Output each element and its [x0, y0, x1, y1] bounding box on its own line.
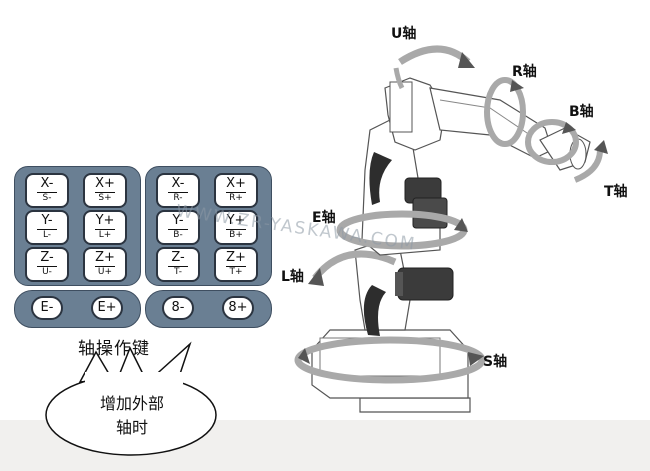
key-primary-label: X- — [40, 176, 54, 191]
key-primary-label: X- — [171, 176, 185, 191]
key-divider — [168, 229, 188, 230]
key-primary-label: Y+ — [226, 213, 246, 228]
key-secondary-label: T- — [174, 267, 182, 277]
key-divider — [37, 192, 57, 193]
u-axis-arrow — [398, 45, 471, 65]
key-primary-label: Z- — [171, 250, 185, 265]
b-axis-arrow — [562, 122, 576, 134]
l-axis-arrow — [312, 250, 397, 281]
key-secondary-label: T+ — [229, 267, 243, 277]
key-divider — [226, 229, 246, 230]
l-axis-label: L轴 — [281, 269, 304, 285]
key-secondary-label: B+ — [229, 230, 243, 240]
u-axis-arrow — [393, 67, 405, 90]
left-key-4[interactable]: Y+ L+ — [83, 210, 127, 245]
s-axis-arrow — [298, 348, 310, 364]
key-divider — [95, 192, 115, 193]
key-divider — [226, 266, 246, 267]
l-axis-joint — [363, 285, 386, 336]
e-axis-arrow — [454, 218, 468, 232]
right-key-6[interactable]: Z+ T+ — [214, 247, 258, 282]
key-primary-label: Y- — [172, 213, 184, 228]
key-secondary-label: S+ — [98, 193, 112, 203]
external-key-e-plus[interactable]: E+ — [91, 296, 123, 320]
key-divider — [95, 266, 115, 267]
robot-base-platform — [359, 397, 471, 413]
key-primary-label: Z- — [40, 250, 54, 265]
key-primary-label: Z+ — [95, 250, 115, 265]
left-key-6[interactable]: Z+ U+ — [83, 247, 127, 282]
callout-line-1: 增加外部 — [99, 394, 164, 413]
r-axis-label: R轴 — [512, 64, 537, 80]
key-secondary-label: B- — [173, 230, 183, 240]
left-key-3[interactable]: Y- L- — [25, 210, 69, 245]
key-divider — [226, 192, 246, 193]
key-secondary-label: R- — [173, 193, 183, 203]
key-divider — [37, 266, 57, 267]
b-axis-arrow — [525, 119, 579, 165]
right-key-4[interactable]: Y+ B+ — [214, 210, 258, 245]
left-key-1[interactable]: X- S- — [25, 173, 69, 208]
axis-keypad-right: X- R- X+ R+ Y- B- Y+ B+ Z- T- Z+ T+ — [145, 166, 272, 286]
s-axis-label: S轴 — [483, 354, 508, 370]
key-primary-label: Y+ — [95, 213, 115, 228]
right-key-5[interactable]: Z- T- — [156, 247, 200, 282]
key-secondary-label: U- — [42, 267, 52, 277]
external-key-8-plus[interactable]: 8+ — [222, 296, 254, 320]
s-axis-arrow — [294, 336, 486, 384]
r-axis-arrow — [510, 80, 524, 92]
external-keypad-left: E- E+ — [14, 290, 141, 328]
key-primary-label: Z+ — [226, 250, 246, 265]
left-key-5[interactable]: Z- U- — [25, 247, 69, 282]
key-divider — [168, 192, 188, 193]
key-primary-label: X+ — [226, 176, 246, 191]
axis-keypad-left: X- S- X+ S+ Y- L- Y+ L+ Z- U- Z+ U+ — [14, 166, 141, 286]
right-key-1[interactable]: X- R- — [156, 173, 200, 208]
external-key-e-minus[interactable]: E- — [31, 296, 63, 320]
key-divider — [37, 229, 57, 230]
key-secondary-label: L- — [42, 230, 52, 240]
callout-line-2: 轴时 — [115, 418, 148, 437]
e-axis-label: E轴 — [312, 210, 336, 226]
key-primary-label: X+ — [95, 176, 115, 191]
u-axis-label: U轴 — [391, 26, 417, 42]
callout-text: 增加外部 轴时 — [52, 392, 212, 440]
t-axis-arrow — [573, 149, 603, 183]
u-axis-arrow — [458, 52, 475, 68]
t-axis-arrow — [594, 140, 608, 154]
key-secondary-label: S- — [42, 193, 52, 203]
r-axis-arrow — [484, 77, 526, 147]
t-axis-label: T轴 — [604, 184, 628, 200]
right-key-3[interactable]: Y- B- — [156, 210, 200, 245]
key-secondary-label: R+ — [229, 193, 243, 203]
key-secondary-label: L+ — [98, 230, 112, 240]
key-divider — [168, 266, 188, 267]
left-key-2[interactable]: X+ S+ — [83, 173, 127, 208]
external-key-8-minus[interactable]: 8- — [162, 296, 194, 320]
s-axis-arrow — [468, 352, 484, 366]
l-axis-arrow — [308, 268, 324, 286]
external-keypad-right: 8- 8+ — [145, 290, 272, 328]
robot-motor — [397, 267, 454, 301]
robot-motor — [395, 272, 403, 296]
key-primary-label: Y- — [41, 213, 53, 228]
right-key-2[interactable]: X+ R+ — [214, 173, 258, 208]
key-divider — [95, 229, 115, 230]
u-axis-joint — [369, 152, 392, 205]
robot-arm-head — [389, 81, 413, 133]
key-secondary-label: U+ — [97, 267, 113, 277]
b-axis-label: B轴 — [569, 104, 594, 120]
